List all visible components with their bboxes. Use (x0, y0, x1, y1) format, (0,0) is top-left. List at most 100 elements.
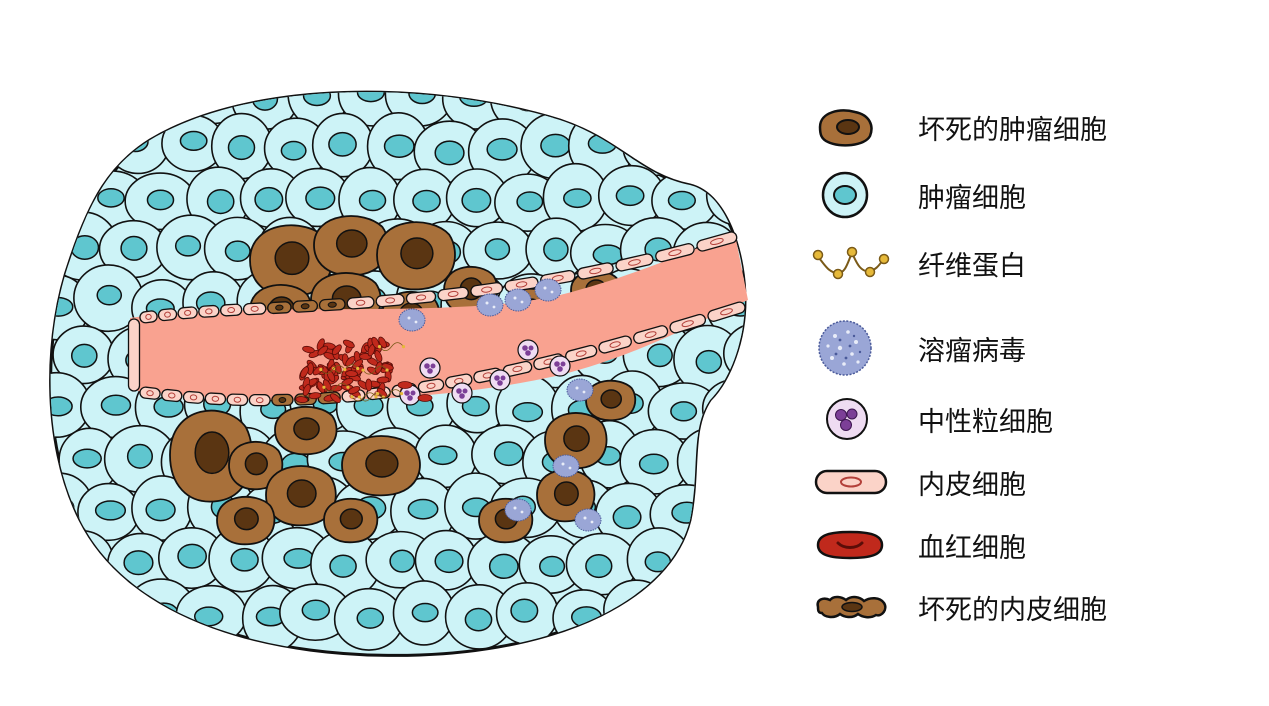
necrotic-endothelial-cell (267, 301, 292, 315)
tumor-cell (495, 582, 559, 645)
tumor-cell (696, 92, 746, 125)
endothelial-cell (198, 304, 220, 318)
legend-label: 内皮细胞 (918, 469, 1026, 501)
red-blood-cell (308, 392, 322, 400)
tumor-cell (131, 92, 200, 124)
endothelial-cell (598, 335, 632, 354)
endothelial-cell (161, 388, 183, 403)
endothelial-cell (615, 253, 654, 272)
endothelial-cell (669, 313, 707, 334)
fibrin (357, 392, 385, 402)
tumor-cell (445, 168, 509, 228)
tumor-cell (52, 325, 115, 385)
red-blood-cell (374, 361, 383, 374)
necrotic-tumor-cell (376, 221, 456, 291)
endothelial-cell (204, 392, 227, 406)
tumor-cell (673, 535, 740, 598)
tumor-cell (50, 529, 114, 589)
legend-item-necrotic-endothelial-cell: 坏死的内皮细胞 (810, 582, 1250, 632)
legend-label: 中性粒细胞 (918, 406, 1053, 438)
endothelial-cell (375, 293, 405, 308)
necrotic-endothelial-cell (318, 298, 346, 312)
endothelial-cell (139, 310, 158, 324)
tumor-cell (646, 578, 713, 643)
tumor-cell (598, 92, 661, 131)
necrotic-tumor-cell (274, 405, 338, 456)
legend-item-necrotic-tumor-cell: 坏死的肿瘤细胞 (810, 102, 1250, 152)
tumor-cell (279, 583, 352, 642)
necrotic-tumor-cell (313, 215, 389, 277)
red-blood-cell (417, 394, 433, 402)
red-blood-cell (397, 381, 413, 389)
endothelial-cell (437, 286, 469, 302)
legend-label: 血红细胞 (918, 532, 1026, 564)
necrotic-tumor-cell (585, 379, 637, 422)
endothelial-cell (504, 276, 539, 293)
endothelial-cell-icon (814, 469, 888, 495)
tumor-cell (77, 482, 140, 542)
oncolytic-virus (504, 498, 532, 522)
fibrin (350, 392, 378, 402)
necrotic-tumor-cell (265, 465, 337, 527)
endothelial-cell (219, 303, 243, 317)
red-blood-cell (330, 393, 341, 404)
fibrin (319, 365, 347, 374)
legend-item-endothelial-cell: 内皮细胞 (810, 457, 1250, 507)
oncolytic-virus (552, 454, 580, 478)
endothelial-cell (655, 243, 695, 263)
endothelial-cell (226, 393, 249, 407)
red-blood-cell (342, 339, 355, 349)
endothelial-cell (139, 386, 161, 400)
necrotic-tumor-cell (249, 224, 333, 298)
tumor-cell (186, 166, 251, 232)
red-blood-cell (345, 370, 358, 378)
legend-item-fibrin: 纤维蛋白 (810, 238, 1250, 288)
tumor-cell (722, 322, 746, 385)
tumor-cell (732, 112, 746, 176)
endothelial-cell (576, 262, 614, 280)
legend-item-red-blood-cell: 血红细胞 (810, 520, 1250, 570)
endothelial-cell (157, 308, 178, 322)
red-blood-cell (365, 378, 373, 392)
endothelial-cell (470, 282, 504, 298)
necrotic-tumor-cell (169, 409, 253, 503)
tumor-cell (50, 164, 94, 229)
oncolytic-virus (534, 278, 562, 302)
necrotic-endothelial-cell-icon (816, 595, 887, 619)
necrotic-tumor-cell (341, 435, 421, 497)
red-blood-cell (371, 336, 380, 349)
tumor-cell (552, 589, 615, 647)
tumor-cell (547, 92, 614, 122)
tumor-cell (80, 92, 146, 128)
blood-vessel (127, 231, 748, 532)
necrotic-tumor-cell (216, 495, 276, 546)
fibrin-icon (812, 246, 890, 280)
tumor-cell (705, 477, 746, 542)
tumor-cell (393, 168, 457, 231)
red-blood-cell (300, 366, 309, 378)
oncolytic-virus-icon (818, 320, 872, 376)
tumor-cell (50, 92, 92, 126)
tumor-cell (239, 168, 303, 229)
endothelial-cell (177, 306, 198, 320)
tumor-cell (462, 221, 534, 280)
fibrin (322, 382, 350, 392)
tumor-cell (701, 378, 746, 439)
endothelial-cell (417, 378, 445, 394)
endothelial-cell (346, 296, 375, 310)
red-blood-cell (348, 386, 361, 395)
oncolytic-virus (476, 293, 504, 317)
oncolytic-virus (504, 288, 532, 312)
tumor-cell (674, 115, 740, 182)
fibrin (361, 365, 389, 375)
red-blood-cell (317, 345, 329, 356)
neutrophil (517, 339, 539, 361)
tumor-cell (50, 585, 93, 648)
necrotic-tumor-cell (228, 440, 284, 491)
endothelial-cell (405, 290, 437, 305)
endothelial-cell (696, 231, 738, 252)
tumor-cell (649, 92, 718, 131)
tumor-cell (701, 587, 746, 648)
endothelial-cell (242, 302, 267, 316)
legend-item-neutrophil: 中性粒细胞 (810, 394, 1250, 444)
